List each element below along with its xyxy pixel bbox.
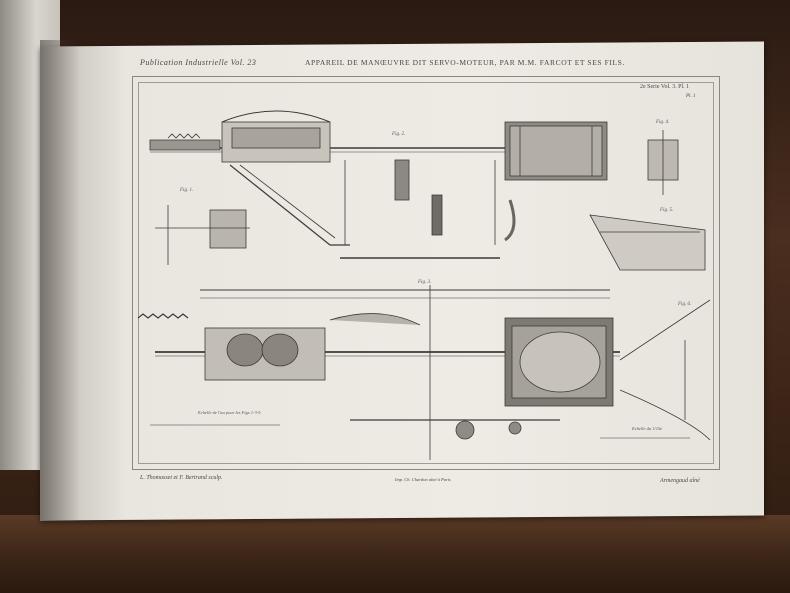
fig-3-label: Fig. 3.	[418, 280, 432, 285]
fig-1-label: Fig. 1.	[180, 188, 194, 193]
engraver-credit: L. Thomasset et F. Bertrand sculp.	[140, 475, 223, 481]
series-reference: 2e Serie Vol. 3. Pl. 1	[640, 84, 690, 90]
upper-spring	[167, 133, 201, 139]
fig5-detail	[589, 214, 706, 271]
fig6-arc	[619, 299, 711, 361]
lower-lever	[329, 313, 421, 326]
fig-2-label: Fig. 2.	[392, 132, 406, 137]
author-credit: Armengaud aîné	[660, 478, 700, 484]
plate-border	[132, 76, 720, 470]
upper-bracket	[229, 164, 350, 246]
printer-credit: Imp. Ch. Chardon aîné à Paris	[395, 477, 451, 482]
table-edge	[0, 515, 790, 593]
lower-spring	[137, 313, 189, 319]
fig-4-label: Fig. 4.	[656, 120, 670, 125]
plate-number: Pl. 1	[686, 94, 696, 99]
plate-inner-border	[138, 82, 714, 464]
scale-label-1: Echelle de l'au pour les Figs 1-3-5	[198, 410, 261, 415]
spine-shadow	[40, 40, 80, 520]
plate-title: APPAREIL DE MANŒUVRE DIT SERVO-MOTEUR, P…	[305, 58, 625, 67]
fig1-detail	[209, 209, 247, 249]
fig-5-label: Fig. 5.	[660, 208, 674, 213]
publication-header: Publication Industrielle Vol. 23	[140, 58, 257, 67]
fig-6-label: Fig. 6.	[678, 302, 692, 307]
scale-label-2: Echelle du 1/10e	[632, 426, 663, 431]
